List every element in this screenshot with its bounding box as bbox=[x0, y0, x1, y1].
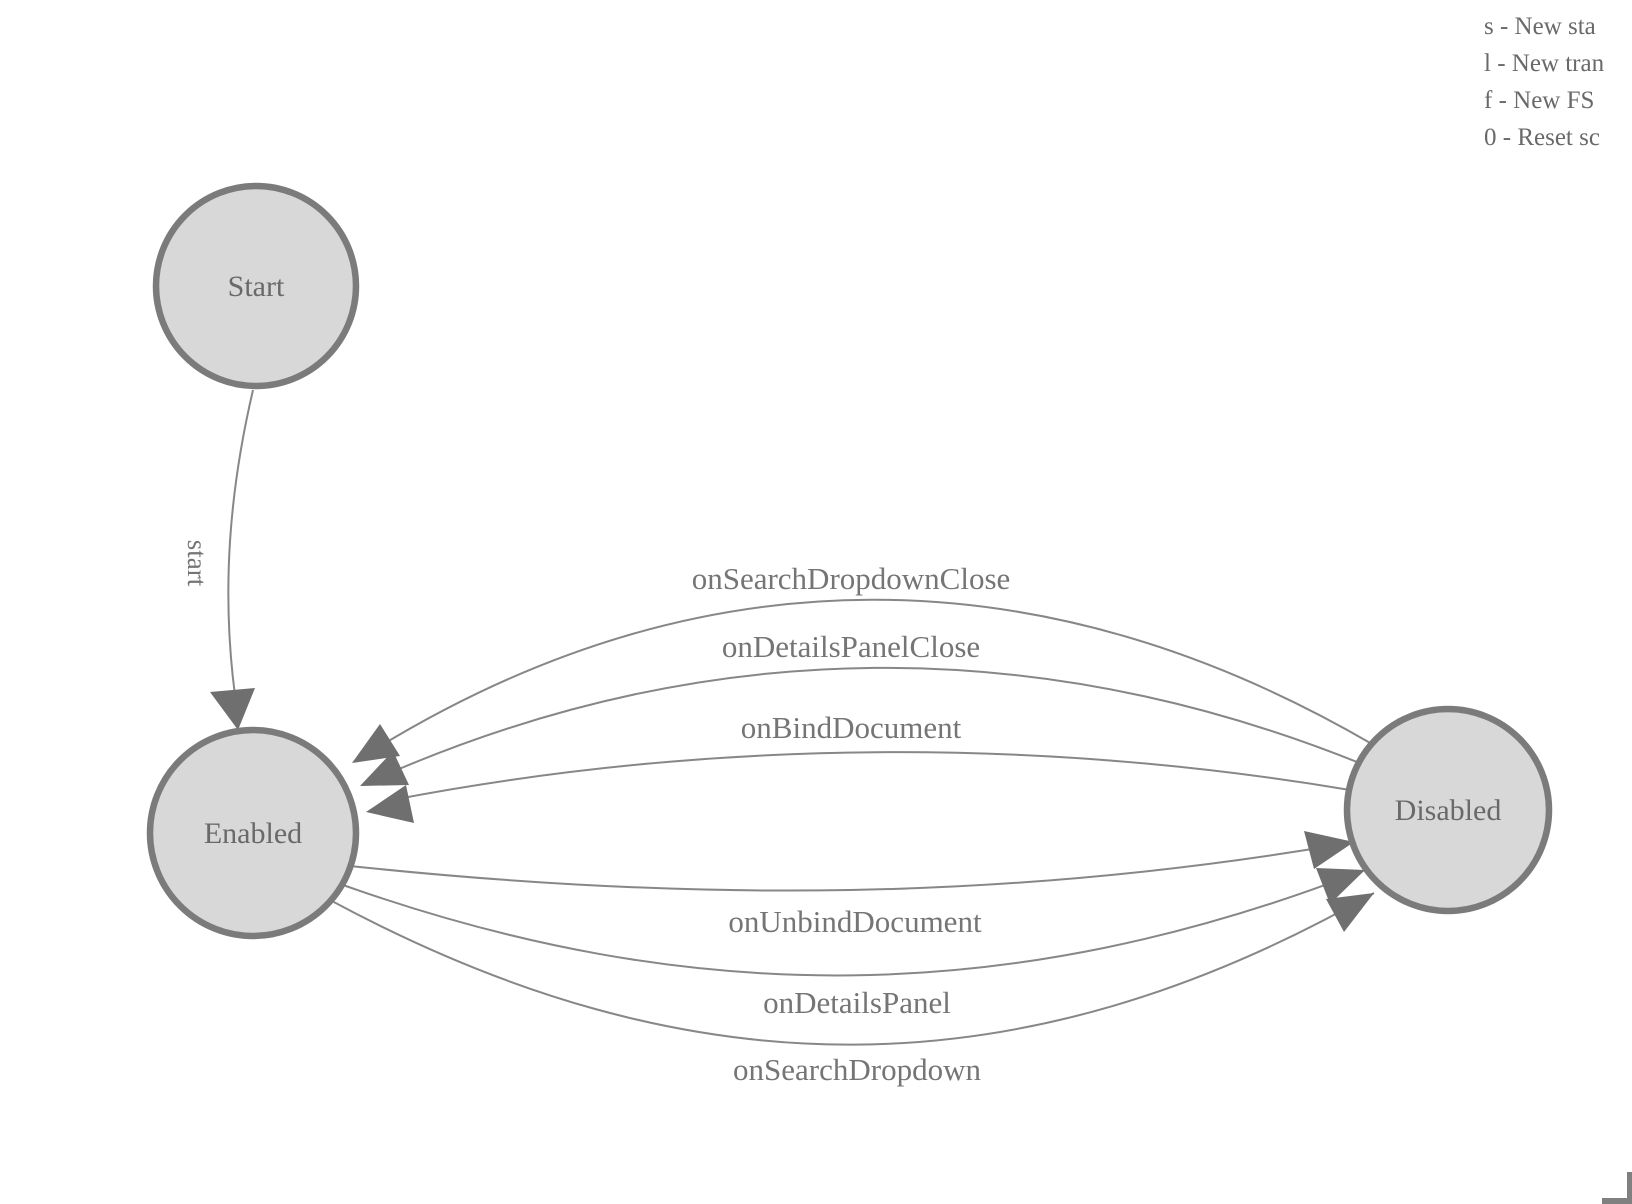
arrowhead-onDetailsPanelClose-icon bbox=[360, 751, 409, 786]
transition-edge-onDetailsPanelClose[interactable] bbox=[384, 666, 1363, 776]
state-label-enabled: Enabled bbox=[204, 817, 302, 850]
arrowhead-onBindDocument-icon bbox=[366, 785, 414, 823]
transition-edge-start[interactable] bbox=[227, 389, 254, 717]
arrowhead-onSearchDropdownClose-icon bbox=[352, 724, 400, 763]
state-circle-disabled[interactable] bbox=[1343, 705, 1553, 915]
transition-edge-onUnbindDocument[interactable] bbox=[349, 841, 1355, 892]
transition-edge-onSearchDropdownClose[interactable] bbox=[376, 598, 1373, 749]
arrowhead-onUnbindDocument-icon bbox=[1304, 831, 1354, 869]
legend-line-new-state: s - New sta bbox=[1484, 13, 1596, 40]
arrowhead-onDetailsPanel-icon bbox=[1316, 868, 1365, 904]
shortcut-legend: s - New sta l - New tran f - New FS 0 - … bbox=[1484, 8, 1632, 156]
transition-edge-onDetailsPanel[interactable] bbox=[342, 869, 1366, 977]
state-label-start: Start bbox=[228, 270, 285, 303]
state-label-disabled: Disabled bbox=[1395, 794, 1502, 827]
corner-frame-vertical-bar bbox=[1627, 1172, 1632, 1204]
transition-label-start: start bbox=[182, 540, 212, 587]
state-node-disabled[interactable]: Disabled bbox=[1343, 705, 1553, 915]
arrowhead-start-to-enabled-icon bbox=[210, 688, 255, 730]
legend-line-new-transition: l - New tran bbox=[1484, 50, 1605, 77]
state-circle-start[interactable] bbox=[152, 182, 360, 390]
legend-line-reset-scale: 0 - Reset sc bbox=[1484, 124, 1600, 151]
state-node-enabled[interactable]: Enabled bbox=[146, 726, 360, 940]
transition-label-onDetailsPanelClose: onDetailsPanelClose bbox=[722, 629, 980, 664]
state-circle-enabled[interactable] bbox=[146, 726, 360, 940]
corner-frame-horizontal-bar bbox=[1602, 1198, 1632, 1204]
transition-label-onUnbindDocument: onUnbindDocument bbox=[728, 904, 982, 939]
transition-edge-onBindDocument[interactable] bbox=[391, 751, 1351, 801]
transition-label-onSearchDropdownClose: onSearchDropdownClose bbox=[692, 561, 1011, 596]
transition-label-onBindDocument: onBindDocument bbox=[741, 710, 962, 745]
transition-label-onDetailsPanel: onDetailsPanel bbox=[763, 985, 951, 1020]
transition-label-onSearchDropdown: onSearchDropdown bbox=[733, 1052, 981, 1087]
transition-edge-onSearchDropdown[interactable] bbox=[329, 892, 1375, 1046]
legend-line-new-fsm: f - New FS bbox=[1484, 87, 1595, 114]
state-node-start[interactable]: Start bbox=[152, 182, 360, 390]
arrowhead-onSearchDropdown-icon bbox=[1326, 893, 1374, 932]
